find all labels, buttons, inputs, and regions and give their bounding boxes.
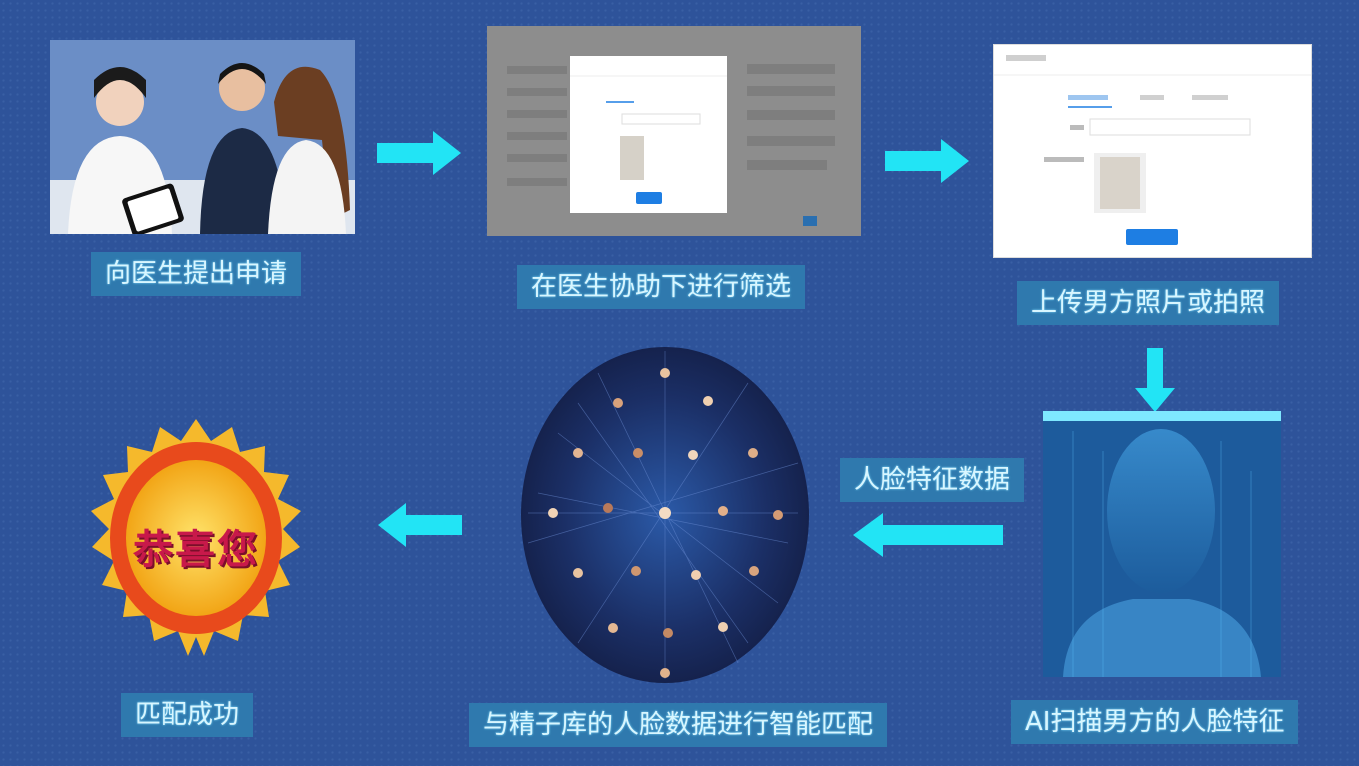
step-2-label: 在医生协助下进行筛选 bbox=[517, 265, 806, 309]
face-scan-image bbox=[1043, 411, 1281, 677]
people-network-icon bbox=[518, 343, 812, 686]
medal-icon: 恭喜您 bbox=[80, 405, 312, 669]
medal-text: 恭喜您 bbox=[133, 527, 259, 573]
screening-form-screenshot bbox=[487, 26, 861, 236]
arrow-left-icon bbox=[853, 513, 1003, 557]
step-4-label: AI扫描男方的人脸特征 bbox=[1011, 700, 1299, 744]
step-5-label: 与精子库的人脸数据进行智能匹配 bbox=[469, 703, 888, 747]
doctor-consultation-photo bbox=[50, 40, 355, 234]
step-3-label: 上传男方照片或拍照 bbox=[1017, 281, 1280, 325]
arrow-down-icon bbox=[1135, 348, 1175, 412]
arrow-right-icon bbox=[377, 131, 461, 175]
arrow-caption-label: 人脸特征数据 bbox=[840, 458, 1025, 502]
dialog-window bbox=[570, 56, 727, 213]
arrow-right-icon bbox=[885, 139, 969, 183]
step-1-label: 向医生提出申请 bbox=[91, 252, 302, 296]
arrow-left-icon bbox=[378, 503, 462, 547]
step-6-label: 匹配成功 bbox=[121, 693, 254, 737]
upload-photo-screenshot bbox=[993, 44, 1312, 258]
